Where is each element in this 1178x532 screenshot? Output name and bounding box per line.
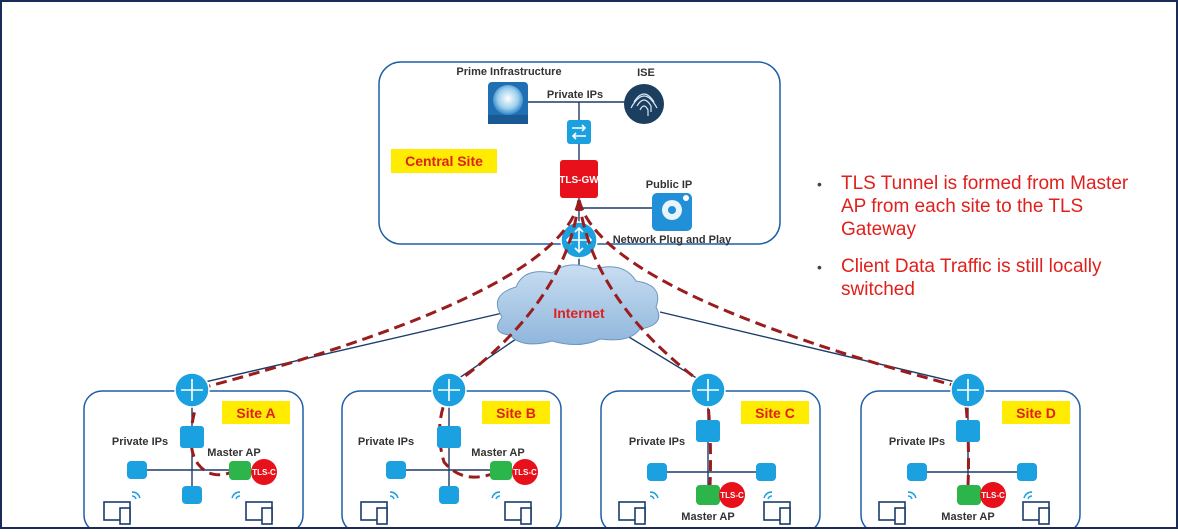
- central-site-title: Central Site: [405, 153, 483, 169]
- site-a-tls-client: TLS-C: [252, 468, 276, 477]
- site-c-private-ips: Private IPs: [629, 436, 685, 448]
- central-links: [526, 101, 652, 226]
- prime-infrastructure-icon: [488, 82, 528, 124]
- access-point-icons: [127, 461, 1037, 504]
- site-c-master-ap-label: Master AP: [681, 511, 734, 523]
- site-b-router-icon: [431, 372, 467, 408]
- internet-cloud: [496, 264, 660, 345]
- site-c-router-icon: [690, 372, 726, 408]
- site-d-tls-client: TLS-C: [981, 491, 1005, 500]
- central-private-ips-label: Private IPs: [547, 89, 603, 101]
- tls-gateway-box: [560, 160, 598, 198]
- site-b-tls-client: TLS-C: [513, 468, 537, 477]
- site-a-router-icon: [174, 372, 210, 408]
- client-device-icons: [103, 501, 1050, 525]
- site-d-master-ap-label: Master AP: [941, 511, 994, 523]
- public-ip-label: Public IP: [646, 179, 692, 191]
- tls-gateway-label: TLS-GW: [559, 175, 599, 186]
- master-ap-icons: [229, 461, 981, 505]
- site-a-highlight: [222, 401, 290, 424]
- ise-fingerprint-icon: [624, 84, 664, 124]
- bullet-list: • TLS Tunnel is formed from Master AP fr…: [817, 172, 1147, 315]
- central-site-highlight: [391, 149, 497, 173]
- ise-label: ISE: [637, 67, 655, 79]
- network-plug-and-play-label: Network Plug and Play: [613, 234, 732, 246]
- wifi-icons: [131, 491, 1033, 500]
- bullet-item: • Client Data Traffic is still locally s…: [817, 255, 1147, 301]
- bullet-text: TLS Tunnel is formed from Master AP from…: [841, 173, 1129, 240]
- bullet-text: Client Data Traffic is still locally swi…: [841, 256, 1102, 300]
- site-b-private-ips: Private IPs: [358, 436, 414, 448]
- prime-infrastructure-label: Prime Infrastructure: [456, 66, 561, 78]
- site-a-master-ap-label: Master AP: [207, 447, 260, 459]
- site-switch-icons: [180, 420, 980, 448]
- internet-label: Internet: [553, 305, 605, 321]
- site-c-name: Site C: [755, 405, 795, 421]
- site-b-name: Site B: [496, 405, 536, 421]
- bullet-item: • TLS Tunnel is formed from Master AP fr…: [817, 172, 1147, 241]
- site-c-tls-client: TLS-C: [720, 491, 744, 500]
- bullet-dot-icon: •: [817, 259, 822, 275]
- central-router-icon: [560, 221, 598, 259]
- site-d-router-icon: [950, 372, 986, 408]
- site-b-highlight: [482, 401, 550, 424]
- site-d-highlight: [1002, 401, 1070, 424]
- network-plug-and-play-icon: [652, 193, 692, 231]
- site-a-name: Site A: [236, 405, 275, 421]
- site-d-name: Site D: [1016, 405, 1056, 421]
- site-d-private-ips: Private IPs: [889, 436, 945, 448]
- site-a-private-ips: Private IPs: [112, 436, 168, 448]
- tls-client-badges: [251, 459, 1006, 508]
- central-switch-icon: [567, 120, 591, 144]
- bullet-dot-icon: •: [817, 176, 822, 192]
- site-b-master-ap-label: Master AP: [471, 447, 524, 459]
- site-c-highlight: [741, 401, 809, 424]
